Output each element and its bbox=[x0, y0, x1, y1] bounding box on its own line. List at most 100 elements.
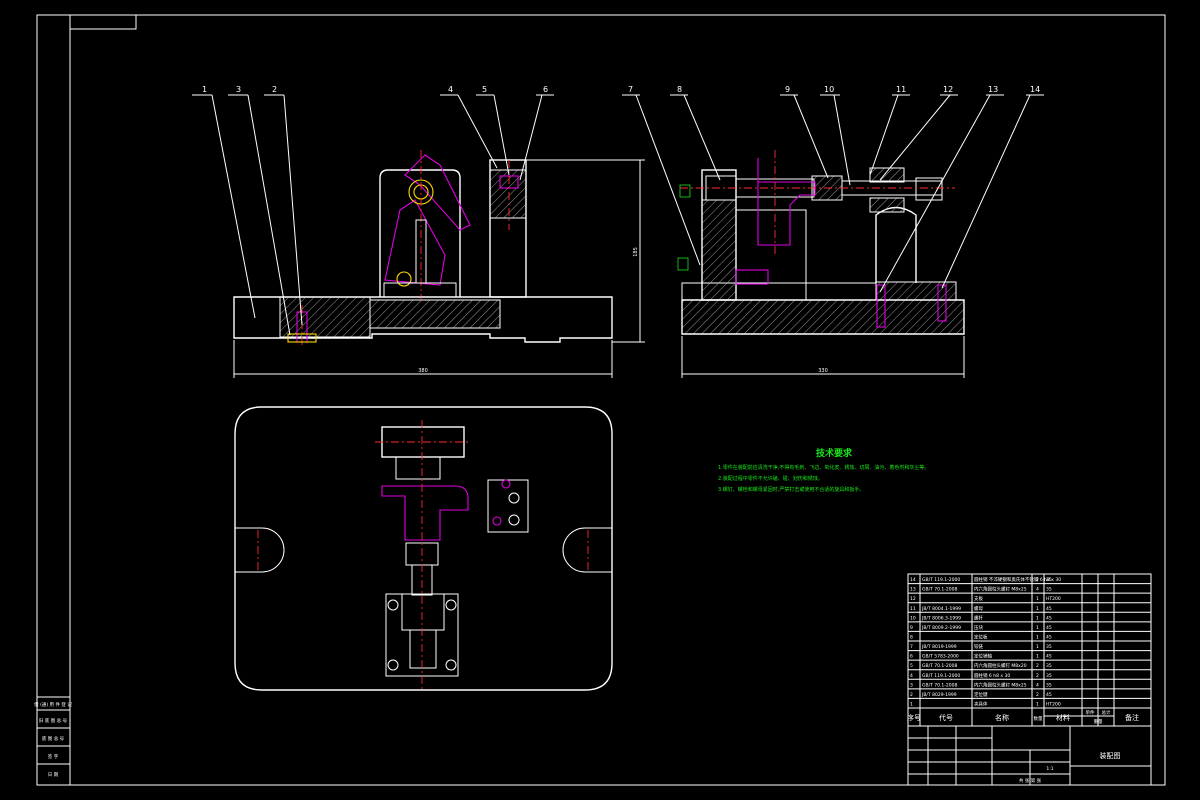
parts-row-name: 支板 bbox=[974, 595, 983, 602]
balloon-10: 10 bbox=[824, 85, 834, 94]
parts-row-mat: HT200 bbox=[1046, 596, 1061, 602]
parts-row-code: JB/T 8019-1999 bbox=[921, 644, 957, 650]
balloon-2: 2 bbox=[272, 85, 277, 94]
balloon-13: 13 bbox=[988, 85, 998, 94]
balloon-numbers: 1 3 2 4 5 6 7 8 9 10 11 12 13 14 bbox=[202, 85, 1040, 94]
balloon-9: 9 bbox=[785, 85, 790, 94]
stamp-row-4: 签 字 bbox=[48, 753, 59, 760]
parts-row-no: 3 bbox=[910, 682, 913, 688]
parts-row-mat: 45 bbox=[1046, 692, 1052, 698]
parts-header-total: 总计 bbox=[1102, 709, 1111, 716]
inner-border bbox=[69, 14, 1166, 786]
technical-requirements: 技术要求 1.零件在装配前应清洗干净,不得有毛刺、飞边、氧化皮、锈蚀、切屑、油污… bbox=[718, 447, 929, 493]
parts-header-no: 序号 bbox=[907, 713, 921, 722]
parts-row-code: GB/T 70.1-2008 bbox=[922, 587, 958, 593]
parts-row-code: JB/T 8029-1999 bbox=[921, 692, 957, 698]
balloon-12: 12 bbox=[943, 85, 953, 94]
balloon-11: 11 bbox=[896, 85, 906, 94]
parts-row-qty: 4 bbox=[1036, 587, 1039, 593]
parts-row-mat: 45 bbox=[1046, 625, 1052, 631]
parts-header-code: 代号 bbox=[939, 713, 953, 722]
parts-header-weight: 重量 bbox=[1094, 718, 1103, 725]
parts-row-name: 定位键 bbox=[974, 691, 988, 698]
balloon-6: 6 bbox=[543, 85, 548, 94]
parts-row-code: JB/T 8009.2-1999 bbox=[921, 625, 961, 631]
parts-row-qty: 1 bbox=[1036, 615, 1039, 621]
parts-row-name: 圆柱销 不淬硬钢和奥氏体不锈钢 6 h8 x 30 bbox=[974, 576, 1061, 583]
parts-row-qty: 2 bbox=[1036, 577, 1039, 583]
parts-row-no: 7 bbox=[910, 644, 913, 650]
parts-row-mat: 35 bbox=[1046, 663, 1052, 669]
left-stamp: 借 (通) 用 件 登 记 旧 底 图 总 号 底 图 总 号 签 字 日 期 bbox=[34, 696, 72, 786]
parts-row-no: 11 bbox=[910, 606, 916, 612]
parts-row-name: 内六角圆柱头螺钉 M8x25 bbox=[974, 681, 1027, 688]
parts-row-no: 6 bbox=[910, 654, 913, 660]
parts-header-remark: 备注 bbox=[1125, 713, 1139, 722]
parts-row-mat: 45 bbox=[1046, 615, 1052, 621]
balloon-14: 14 bbox=[1030, 85, 1040, 94]
parts-row-code: JB/T 8004.1-1999 bbox=[921, 606, 961, 612]
parts-row-qty: 1 bbox=[1036, 654, 1039, 660]
drawing-name: 装配图 bbox=[1100, 751, 1121, 760]
front-width-dimension: 380 bbox=[418, 368, 428, 374]
parts-row-no: 1 bbox=[910, 702, 913, 708]
parts-row-qty: 2 bbox=[1036, 673, 1039, 679]
parts-row-no: 2 bbox=[910, 692, 913, 698]
tech-req-line-3: 3.螺钉、螺栓和螺母紧固时,严禁打击或使用不合适的旋具和扳手。 bbox=[718, 486, 864, 493]
parts-row-name: 螺杆 bbox=[974, 614, 983, 621]
parts-row-name: 圆柱销 6 h8 x 30 bbox=[974, 672, 1010, 679]
parts-row-qty: 1 bbox=[1036, 596, 1039, 602]
parts-row-mat: 45 bbox=[1046, 635, 1052, 641]
tech-req-title: 技术要求 bbox=[816, 447, 853, 459]
parts-row-qty: 1 bbox=[1036, 644, 1039, 650]
parts-header-name: 名称 bbox=[995, 713, 1009, 722]
parts-row-code: GB/T 5783-2000 bbox=[922, 654, 959, 660]
parts-row-mat: HT200 bbox=[1046, 702, 1061, 708]
parts-row-no: 8 bbox=[910, 635, 913, 641]
parts-row-no: 12 bbox=[910, 596, 916, 602]
parts-row-name: 夹具体 bbox=[974, 701, 988, 708]
parts-row-no: 5 bbox=[910, 663, 913, 669]
title-block: 装配图 1:1 共 张 第 张 bbox=[907, 725, 1152, 786]
parts-row-no: 9 bbox=[910, 625, 913, 631]
parts-row-qty: 2 bbox=[1036, 663, 1039, 669]
drawing-sheets: 共 张 第 张 bbox=[1019, 777, 1042, 784]
parts-row-code: GB/T 70.1-2008 bbox=[922, 663, 958, 669]
parts-row-name: 定位销轴 bbox=[974, 653, 992, 660]
parts-row-name: 螺母 bbox=[974, 605, 983, 612]
parts-row-code: GB/T 119.1-2000 bbox=[922, 577, 960, 583]
parts-row-name: 铰链 bbox=[974, 643, 983, 650]
parts-row-mat: 35 bbox=[1046, 673, 1052, 679]
parts-row-mat: 35 bbox=[1046, 682, 1052, 688]
parts-row-qty: 1 bbox=[1036, 702, 1039, 708]
balloon-4: 4 bbox=[448, 85, 453, 94]
parts-row-name: 内六角圆柱头螺钉 M8x25 bbox=[974, 586, 1027, 593]
parts-row-name: 压块 bbox=[974, 624, 983, 631]
balloon-7: 7 bbox=[628, 85, 633, 94]
top-view bbox=[234, 406, 613, 691]
parts-row-no: 14 bbox=[910, 577, 916, 583]
parts-row-qty: 1 bbox=[1036, 606, 1039, 612]
drawing-scale: 1:1 bbox=[1046, 766, 1053, 772]
parts-row-name: 定位板 bbox=[974, 634, 988, 641]
parts-row-qty: 2 bbox=[1036, 692, 1039, 698]
parts-header-qty: 数量 bbox=[1034, 715, 1043, 722]
parts-row-code: JB/T 8006.3-1999 bbox=[921, 615, 961, 621]
parts-row-name: 内六角圆柱头螺钉 M8x20 bbox=[974, 662, 1027, 669]
balloon-5: 5 bbox=[482, 85, 487, 94]
parts-row-no: 4 bbox=[910, 673, 913, 679]
parts-row-no: 13 bbox=[910, 587, 916, 593]
balloon-leaders bbox=[192, 94, 1044, 336]
balloon-1: 1 bbox=[202, 85, 207, 94]
stamp-row-5: 日 期 bbox=[48, 772, 59, 778]
parts-row-no: 10 bbox=[910, 615, 916, 621]
parts-row-mat: 35 bbox=[1046, 644, 1052, 650]
balloon-8: 8 bbox=[677, 85, 682, 94]
side-view: 330 bbox=[677, 150, 965, 378]
parts-row-code: GB/T 119.1-2000 bbox=[922, 673, 960, 679]
tech-req-line-2: 2.装配过程中零件不允许磕、碰、划伤和锈蚀。 bbox=[718, 475, 823, 482]
top-left-code-box bbox=[69, 14, 137, 30]
parts-row-code: GB/T 70.1-2008 bbox=[922, 682, 958, 688]
